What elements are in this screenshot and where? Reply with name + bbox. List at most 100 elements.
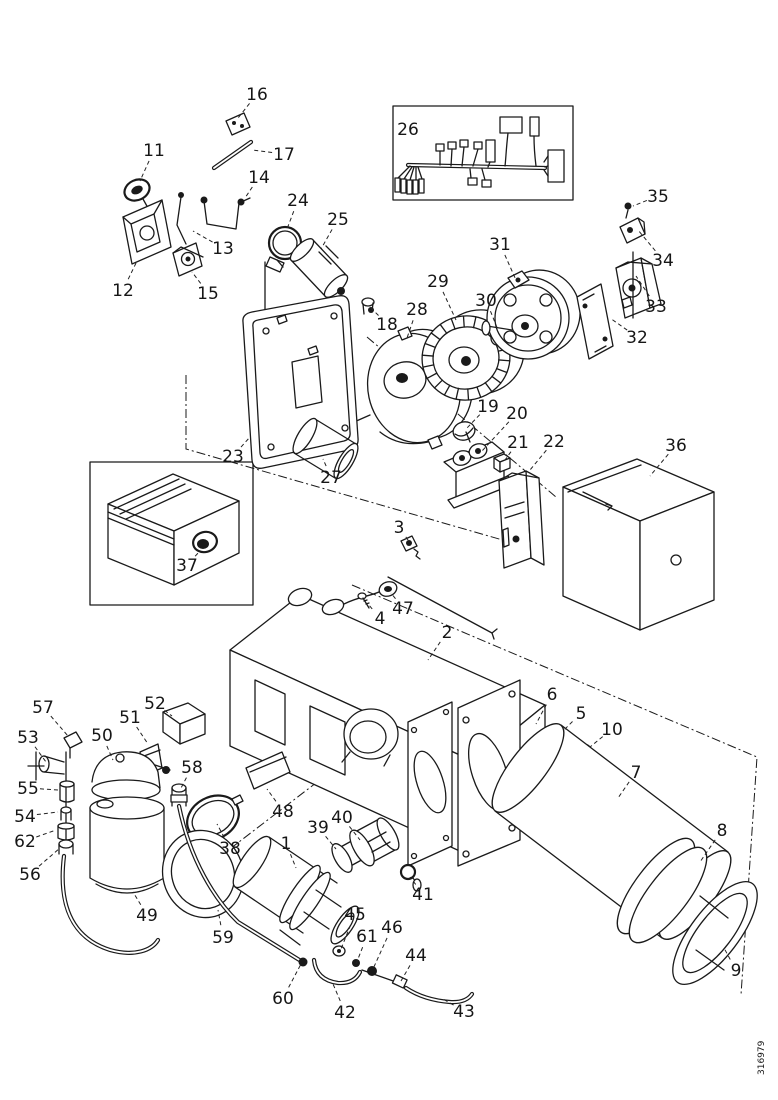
part-17-rod-shape	[211, 139, 254, 171]
callout-19: 19	[477, 397, 499, 417]
callout-11: 11	[143, 141, 165, 161]
part-14-wireform-shape	[200, 196, 251, 230]
leader-line-58	[179, 777, 187, 791]
part-40-coupling-shape	[349, 817, 400, 867]
leader-line-11	[139, 160, 150, 182]
leader-line-15	[191, 271, 202, 284]
leader-line-41	[409, 876, 417, 885]
callout-12: 12	[112, 281, 134, 301]
callout-55: 55	[17, 779, 39, 799]
part-16-clip-shape	[225, 112, 251, 136]
leader-line-16	[237, 103, 250, 119]
callout-14: 14	[248, 168, 270, 188]
part-21-cube-shape	[493, 453, 511, 473]
leader-line-12	[127, 260, 138, 280]
part-25-capacitor-shape	[289, 238, 349, 298]
leader-line-6	[535, 704, 547, 725]
callout-31: 31	[489, 235, 511, 255]
part-49-canister-shape	[89, 796, 165, 894]
wheel-fin	[421, 354, 434, 357]
callout-20: 20	[506, 404, 528, 424]
leader-line-49	[132, 891, 142, 906]
leader-line-13	[192, 230, 213, 243]
part-44-fitting-shape	[391, 974, 408, 989]
leader-line-17	[251, 149, 273, 154]
part-22-case-shape	[498, 470, 545, 569]
housing-top-fittings	[287, 535, 498, 640]
part-3-clip-shape	[400, 535, 421, 560]
callout-47: 47	[392, 599, 414, 619]
leader-line-14	[244, 186, 253, 199]
part-31-motor-shape	[481, 269, 581, 360]
leader-line-53	[34, 746, 47, 763]
part-46-fitting-shape	[367, 966, 377, 976]
callout-27: 27	[320, 468, 342, 488]
leader-line-4	[367, 603, 373, 610]
wheel-fin	[450, 317, 456, 330]
callout-6: 6	[547, 685, 558, 705]
leader-line-50	[106, 745, 114, 761]
leader-line-37	[194, 550, 201, 557]
wheel-fin	[426, 372, 438, 380]
callout-25: 25	[327, 210, 349, 230]
mounting-flange-shape	[457, 679, 521, 867]
callout-38: 38	[219, 839, 241, 859]
leader-line-52	[164, 709, 173, 717]
part-41-fitting-shape	[399, 863, 422, 892]
leader-line-2	[427, 641, 441, 661]
wheel-fin	[476, 386, 482, 399]
wheel-fin	[495, 367, 508, 374]
part-12-bracket-shape	[122, 199, 172, 265]
leader-line-28	[406, 320, 414, 339]
part-34-switch-shape	[619, 217, 646, 244]
callout-10: 10	[601, 720, 623, 740]
leader-line-55	[39, 788, 59, 791]
part-52-junction-box-shape	[162, 702, 206, 745]
leader-line-9	[723, 947, 731, 960]
part-35-screw-shape	[624, 202, 632, 219]
callout-24: 24	[287, 191, 309, 211]
leader-line-24	[286, 211, 295, 230]
part-19-cup-shape	[452, 421, 476, 441]
filter-fittings-chain	[27, 731, 161, 955]
callout-56: 56	[19, 865, 41, 885]
callout-50: 50	[91, 726, 113, 746]
wheel-fin	[424, 342, 437, 349]
part-9-end-cone-shape	[672, 880, 758, 986]
wheel-fin	[422, 364, 435, 368]
part-57-elbow-shape	[63, 731, 83, 759]
part-20-bracket-shape	[443, 431, 515, 509]
part-45-fitting-shape	[332, 945, 346, 957]
part-4-screw-shape	[357, 592, 370, 609]
leader-line-30	[489, 310, 499, 331]
leader-line-40	[349, 826, 361, 841]
leader-line-56	[38, 847, 61, 867]
wheel-fin	[467, 388, 470, 401]
wheel-fin	[498, 359, 511, 362]
callout-16: 16	[246, 85, 268, 105]
callout-40: 40	[331, 808, 353, 828]
callout-44: 44	[405, 946, 427, 966]
callout-5: 5	[576, 704, 587, 724]
leader-line-35	[632, 199, 648, 207]
callout-37: 37	[176, 556, 198, 576]
part-27-cylinder-shape	[292, 417, 359, 480]
callout-46: 46	[381, 918, 403, 938]
callout-57: 57	[32, 698, 54, 718]
leader-line-3	[405, 536, 409, 541]
callout-39: 39	[307, 818, 329, 838]
callout-53: 53	[17, 728, 39, 748]
part-1-fuel-pump-shape	[232, 835, 360, 946]
harness-connectors	[394, 116, 565, 195]
leader-line-61	[355, 946, 364, 965]
leader-line-39	[325, 835, 337, 850]
support-rod-shape	[387, 576, 493, 634]
leader-line-60	[288, 963, 302, 988]
part-60-fitting-shape	[298, 957, 308, 967]
wheel-fin	[439, 323, 448, 334]
part-32-bracket-shape	[576, 283, 614, 360]
callout-3: 3	[394, 518, 405, 538]
callout-7: 7	[631, 763, 642, 783]
